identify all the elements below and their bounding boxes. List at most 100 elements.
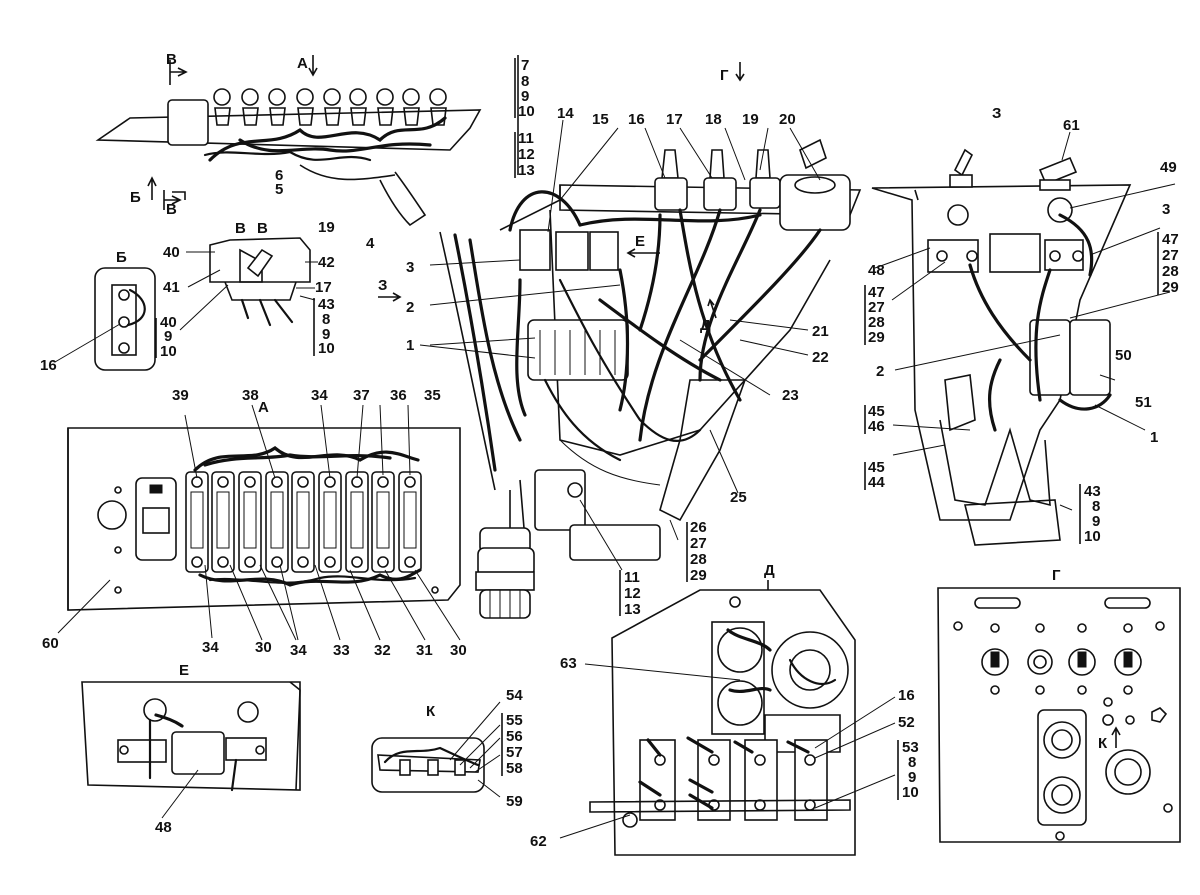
part-label: 29 xyxy=(690,567,707,584)
view-g-panel xyxy=(937,587,1181,843)
part-label: 34 xyxy=(202,639,219,656)
view-a-fuse-panel xyxy=(57,404,461,641)
part-label: 13 xyxy=(624,601,641,618)
label-view-a-top: А xyxy=(297,55,308,72)
part-label: 35 xyxy=(424,387,441,404)
part-label: 34 xyxy=(290,642,307,659)
part-label: 62 xyxy=(530,833,547,850)
part-label: 55 xyxy=(506,712,523,729)
part-label: 1 xyxy=(1150,429,1158,446)
view-e-detail xyxy=(81,681,301,819)
part-label: 36 xyxy=(390,387,407,404)
part-label: 8 xyxy=(521,73,529,90)
label-view-z-title: З xyxy=(992,105,1001,122)
part-label: 3 xyxy=(406,259,414,276)
part-label: 59 xyxy=(506,793,523,810)
label-view-k-title: К xyxy=(426,703,436,720)
label-view-d-title: Д xyxy=(764,562,775,579)
part-label: 50 xyxy=(1115,347,1132,364)
part-label: 56 xyxy=(506,728,523,745)
label-view-v-top: В xyxy=(166,51,177,68)
label-view-v-bottom: В xyxy=(166,201,177,218)
part-label: 17 xyxy=(666,111,683,128)
part-label: 28 xyxy=(868,314,885,331)
part-label: 22 xyxy=(812,349,829,366)
label-view-e-arrow: Е xyxy=(635,233,645,250)
part-label: 12 xyxy=(518,146,535,163)
part-label: 34 xyxy=(311,387,328,404)
part-label: 11 xyxy=(624,569,640,586)
part-label: 30 xyxy=(450,642,467,659)
part-label: 44 xyxy=(868,474,885,491)
part-label: 10 xyxy=(160,343,177,360)
label-view-g-title: Г xyxy=(1052,567,1061,584)
part-label: 10 xyxy=(1084,528,1101,545)
label-view-d-arrow: Д xyxy=(700,317,711,334)
part-label: 16 xyxy=(40,357,57,374)
part-label: 12 xyxy=(624,585,641,602)
part-number-labels: 7 8 9 10 11 12 13 6 5 4 40 19 42 41 17 4… xyxy=(40,57,1179,850)
part-label: 6 xyxy=(275,167,283,184)
part-label: 23 xyxy=(782,387,799,404)
part-label: 42 xyxy=(318,254,335,271)
label-view-z-arrow: З xyxy=(378,277,387,294)
part-label: 9 xyxy=(1092,513,1100,530)
part-label: 8 xyxy=(1092,498,1100,515)
part-label: 16 xyxy=(628,111,645,128)
part-label: 58 xyxy=(506,760,523,777)
part-label: 33 xyxy=(333,642,350,659)
part-label: 15 xyxy=(592,111,609,128)
view-labels: В А Б В Б В В А Е К Г Е З Д З Д Г К xyxy=(116,51,1108,752)
part-label: 13 xyxy=(518,162,535,179)
part-label: 9 xyxy=(164,328,172,345)
part-label: 54 xyxy=(506,687,523,704)
part-label: 60 xyxy=(42,635,59,652)
label-brackets xyxy=(155,58,1159,800)
part-label: 28 xyxy=(1162,263,1179,280)
part-label: 20 xyxy=(779,111,796,128)
part-label: 7 xyxy=(521,57,529,74)
view-k-detail xyxy=(371,701,501,798)
part-label: 48 xyxy=(155,819,172,836)
label-view-e-title: Е xyxy=(179,662,189,679)
part-label: 19 xyxy=(318,219,335,236)
view-d-panel xyxy=(559,580,896,856)
part-label: 27 xyxy=(868,299,885,316)
view-v-switch xyxy=(179,237,318,331)
central-harness-assembly xyxy=(378,62,862,619)
part-label: 27 xyxy=(690,535,707,552)
part-label: 40 xyxy=(163,244,180,261)
part-label: 29 xyxy=(1162,279,1179,296)
part-label: 4 xyxy=(366,235,375,252)
part-label: 37 xyxy=(353,387,370,404)
fuse-clips-row xyxy=(213,88,447,126)
part-label: 41 xyxy=(163,279,180,296)
part-label: 9 xyxy=(322,326,330,343)
part-label: 57 xyxy=(506,744,523,761)
part-label: 29 xyxy=(868,329,885,346)
part-label: 51 xyxy=(1135,394,1152,411)
view-b-detail xyxy=(54,267,156,371)
part-label: 18 xyxy=(705,111,722,128)
part-label: 10 xyxy=(518,103,535,120)
label-view-a-title: А xyxy=(258,399,269,416)
part-label: 11 xyxy=(518,130,534,147)
part-label: 9 xyxy=(908,769,916,786)
part-label: 26 xyxy=(690,519,707,536)
part-label: 25 xyxy=(730,489,747,506)
part-label: 30 xyxy=(255,639,272,656)
label-view-k-arrow: К xyxy=(1098,735,1108,752)
part-label: 40 xyxy=(160,314,177,331)
part-label: 47 xyxy=(868,284,885,301)
part-label: 43 xyxy=(318,296,335,313)
part-label: 38 xyxy=(242,387,259,404)
part-label: 47 xyxy=(1162,231,1179,248)
part-label: 49 xyxy=(1160,159,1177,176)
part-label: 63 xyxy=(560,655,577,672)
part-label: 52 xyxy=(898,714,915,731)
part-label: 31 xyxy=(416,642,433,659)
part-label: 53 xyxy=(902,739,919,756)
label-view-b-title: Б xyxy=(116,249,127,266)
part-label: 17 xyxy=(315,279,332,296)
part-label: 21 xyxy=(812,323,829,340)
